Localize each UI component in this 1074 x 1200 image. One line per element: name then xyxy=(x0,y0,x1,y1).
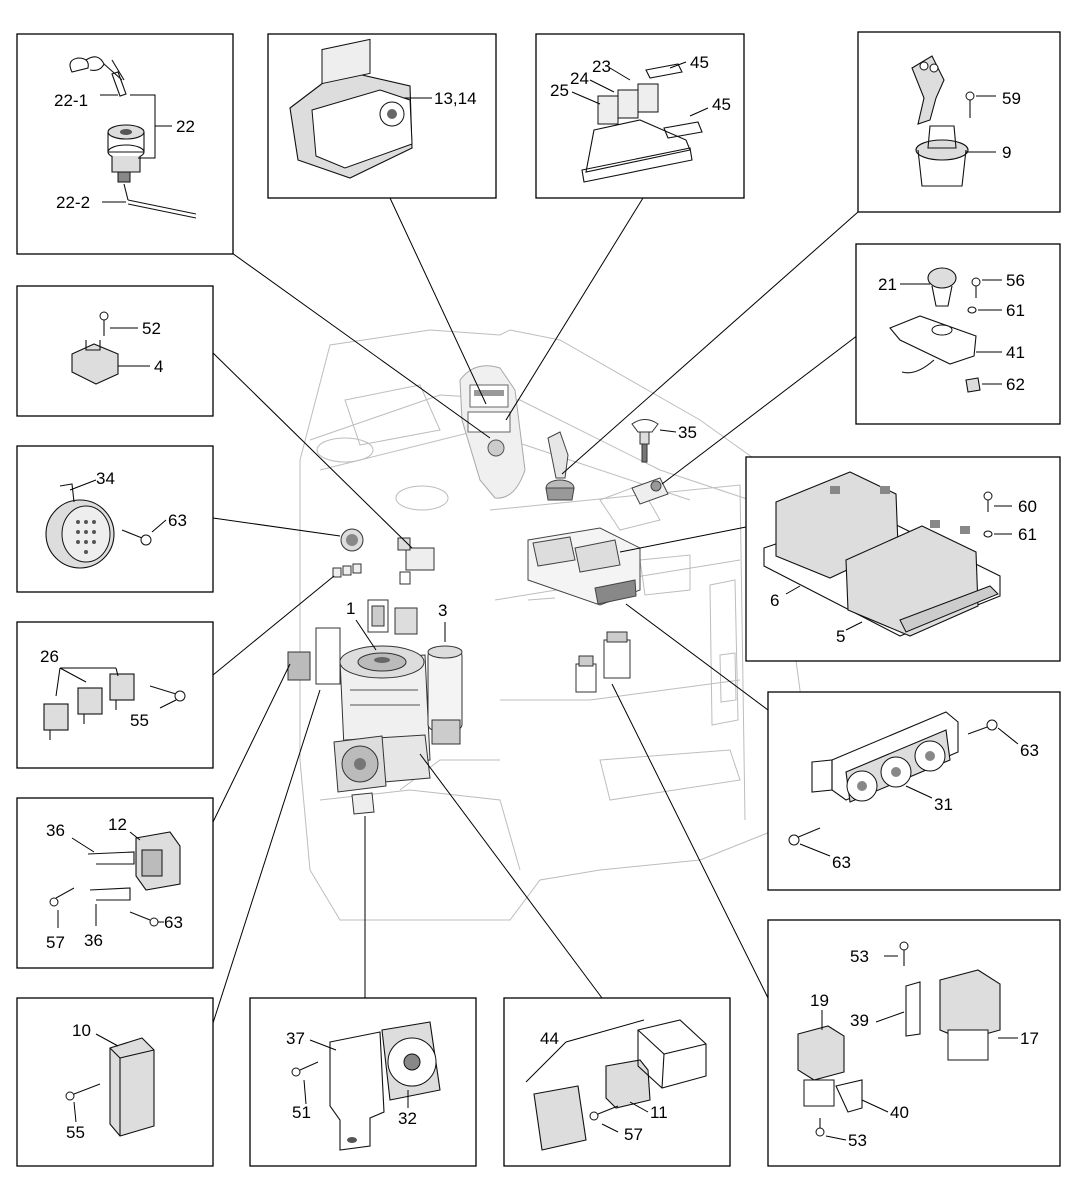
callout-31: 31 xyxy=(934,795,953,814)
callout-55-relays: 55 xyxy=(130,711,149,730)
inset-fan-assembly: 63 31 63 xyxy=(767,691,1061,891)
callout-63-fuse: 63 xyxy=(164,913,183,932)
callout-6: 6 xyxy=(770,591,779,610)
inset-key-switch: 22-1 22 22-2 xyxy=(16,33,234,255)
inset-contactors: 53 19 39 17 40 53 xyxy=(767,919,1061,1167)
inset-fuse-holder: 36 12 57 36 63 xyxy=(16,797,214,969)
callout-1: 1 xyxy=(346,599,355,618)
callout-39: 39 xyxy=(850,1011,869,1030)
callout-63-fans-top: 63 xyxy=(1020,741,1039,760)
key-switch-35-in-body xyxy=(631,419,659,463)
contactors-in-body xyxy=(575,631,631,693)
key-switch-cylinder xyxy=(107,124,145,183)
callout-40: 40 xyxy=(890,1103,909,1122)
callout-3: 3 xyxy=(438,601,447,620)
callout-55-cover: 55 xyxy=(66,1123,85,1142)
fan-in-body xyxy=(333,735,387,815)
callout-57-fuse: 57 xyxy=(46,933,65,952)
emergency-switch-in-body xyxy=(631,477,669,505)
callout-17: 17 xyxy=(1020,1029,1039,1048)
callout-13-14: 13,14 xyxy=(434,89,477,108)
callout-11: 11 xyxy=(650,1103,668,1122)
pump-in-body xyxy=(427,645,463,745)
callout-21: 21 xyxy=(878,275,897,294)
callout-57-module: 57 xyxy=(624,1125,643,1144)
callout-45-bottom: 45 xyxy=(712,95,731,114)
inset-module: 44 11 57 xyxy=(503,997,731,1167)
inset-rocker-switches: 25 24 23 45 45 xyxy=(535,33,745,199)
inset-cover: 10 55 xyxy=(16,997,214,1167)
callout-63-fans-bottom: 63 xyxy=(832,853,851,872)
buzzer-relays-in-body xyxy=(332,528,364,578)
callout-63-buzzer: 63 xyxy=(168,511,187,530)
callout-56: 56 xyxy=(1006,271,1025,290)
part-4-in-body xyxy=(397,537,435,585)
inset-emergency-switch: 21 56 61 41 62 xyxy=(855,243,1061,425)
inset-buzzer: 34 63 xyxy=(16,445,214,593)
callout-36-bottom: 36 xyxy=(84,931,103,950)
callout-53-top: 53 xyxy=(850,947,869,966)
controller-in-body xyxy=(527,527,641,606)
callout-61-bottom: 61 xyxy=(1018,525,1037,544)
inset-part-4: 52 4 xyxy=(16,285,214,417)
callout-36-top: 36 xyxy=(46,821,65,840)
callout-62: 62 xyxy=(1006,375,1025,394)
callout-10: 10 xyxy=(72,1021,91,1040)
callout-61-top: 61 xyxy=(1006,301,1025,320)
main-body-callouts: 1 3 35 xyxy=(346,423,697,651)
key-icon xyxy=(69,56,127,97)
callout-41: 41 xyxy=(1006,343,1025,362)
callout-22-2: 22-2 xyxy=(56,193,90,212)
callout-25: 25 xyxy=(550,81,569,100)
callout-24: 24 xyxy=(570,69,589,88)
callout-60: 60 xyxy=(1018,497,1037,516)
callout-9: 9 xyxy=(1002,143,1011,162)
console-in-body xyxy=(459,365,526,499)
leader-lines xyxy=(209,197,859,1024)
callout-26: 26 xyxy=(40,647,59,666)
callout-22-1: 22-1 xyxy=(54,91,88,110)
callout-59: 59 xyxy=(1002,89,1021,108)
joystick-in-body xyxy=(545,431,575,501)
inset-joystick: 59 9 xyxy=(857,31,1061,213)
inset-fan: 37 51 32 xyxy=(249,997,477,1167)
callout-12: 12 xyxy=(108,815,127,834)
inset-controllers: 60 61 6 5 xyxy=(745,456,1061,662)
callout-52: 52 xyxy=(142,319,161,338)
connector-wire xyxy=(123,183,197,219)
callout-53-bottom: 53 xyxy=(848,1131,867,1150)
callout-32: 32 xyxy=(398,1109,417,1128)
callout-35: 35 xyxy=(678,423,697,442)
inset-relays: 26 55 xyxy=(16,621,214,769)
callout-4: 4 xyxy=(154,357,163,376)
callout-51: 51 xyxy=(292,1103,311,1122)
inset-display: 13,14 xyxy=(267,33,497,199)
callout-23: 23 xyxy=(592,57,611,76)
callout-44: 44 xyxy=(540,1029,559,1048)
callout-19: 19 xyxy=(810,991,829,1010)
callout-22: 22 xyxy=(176,117,195,136)
callout-5: 5 xyxy=(836,627,845,646)
callout-45-top: 45 xyxy=(690,53,709,72)
callout-34: 34 xyxy=(96,469,115,488)
callout-37: 37 xyxy=(286,1029,305,1048)
fuses-in-body xyxy=(287,599,418,685)
